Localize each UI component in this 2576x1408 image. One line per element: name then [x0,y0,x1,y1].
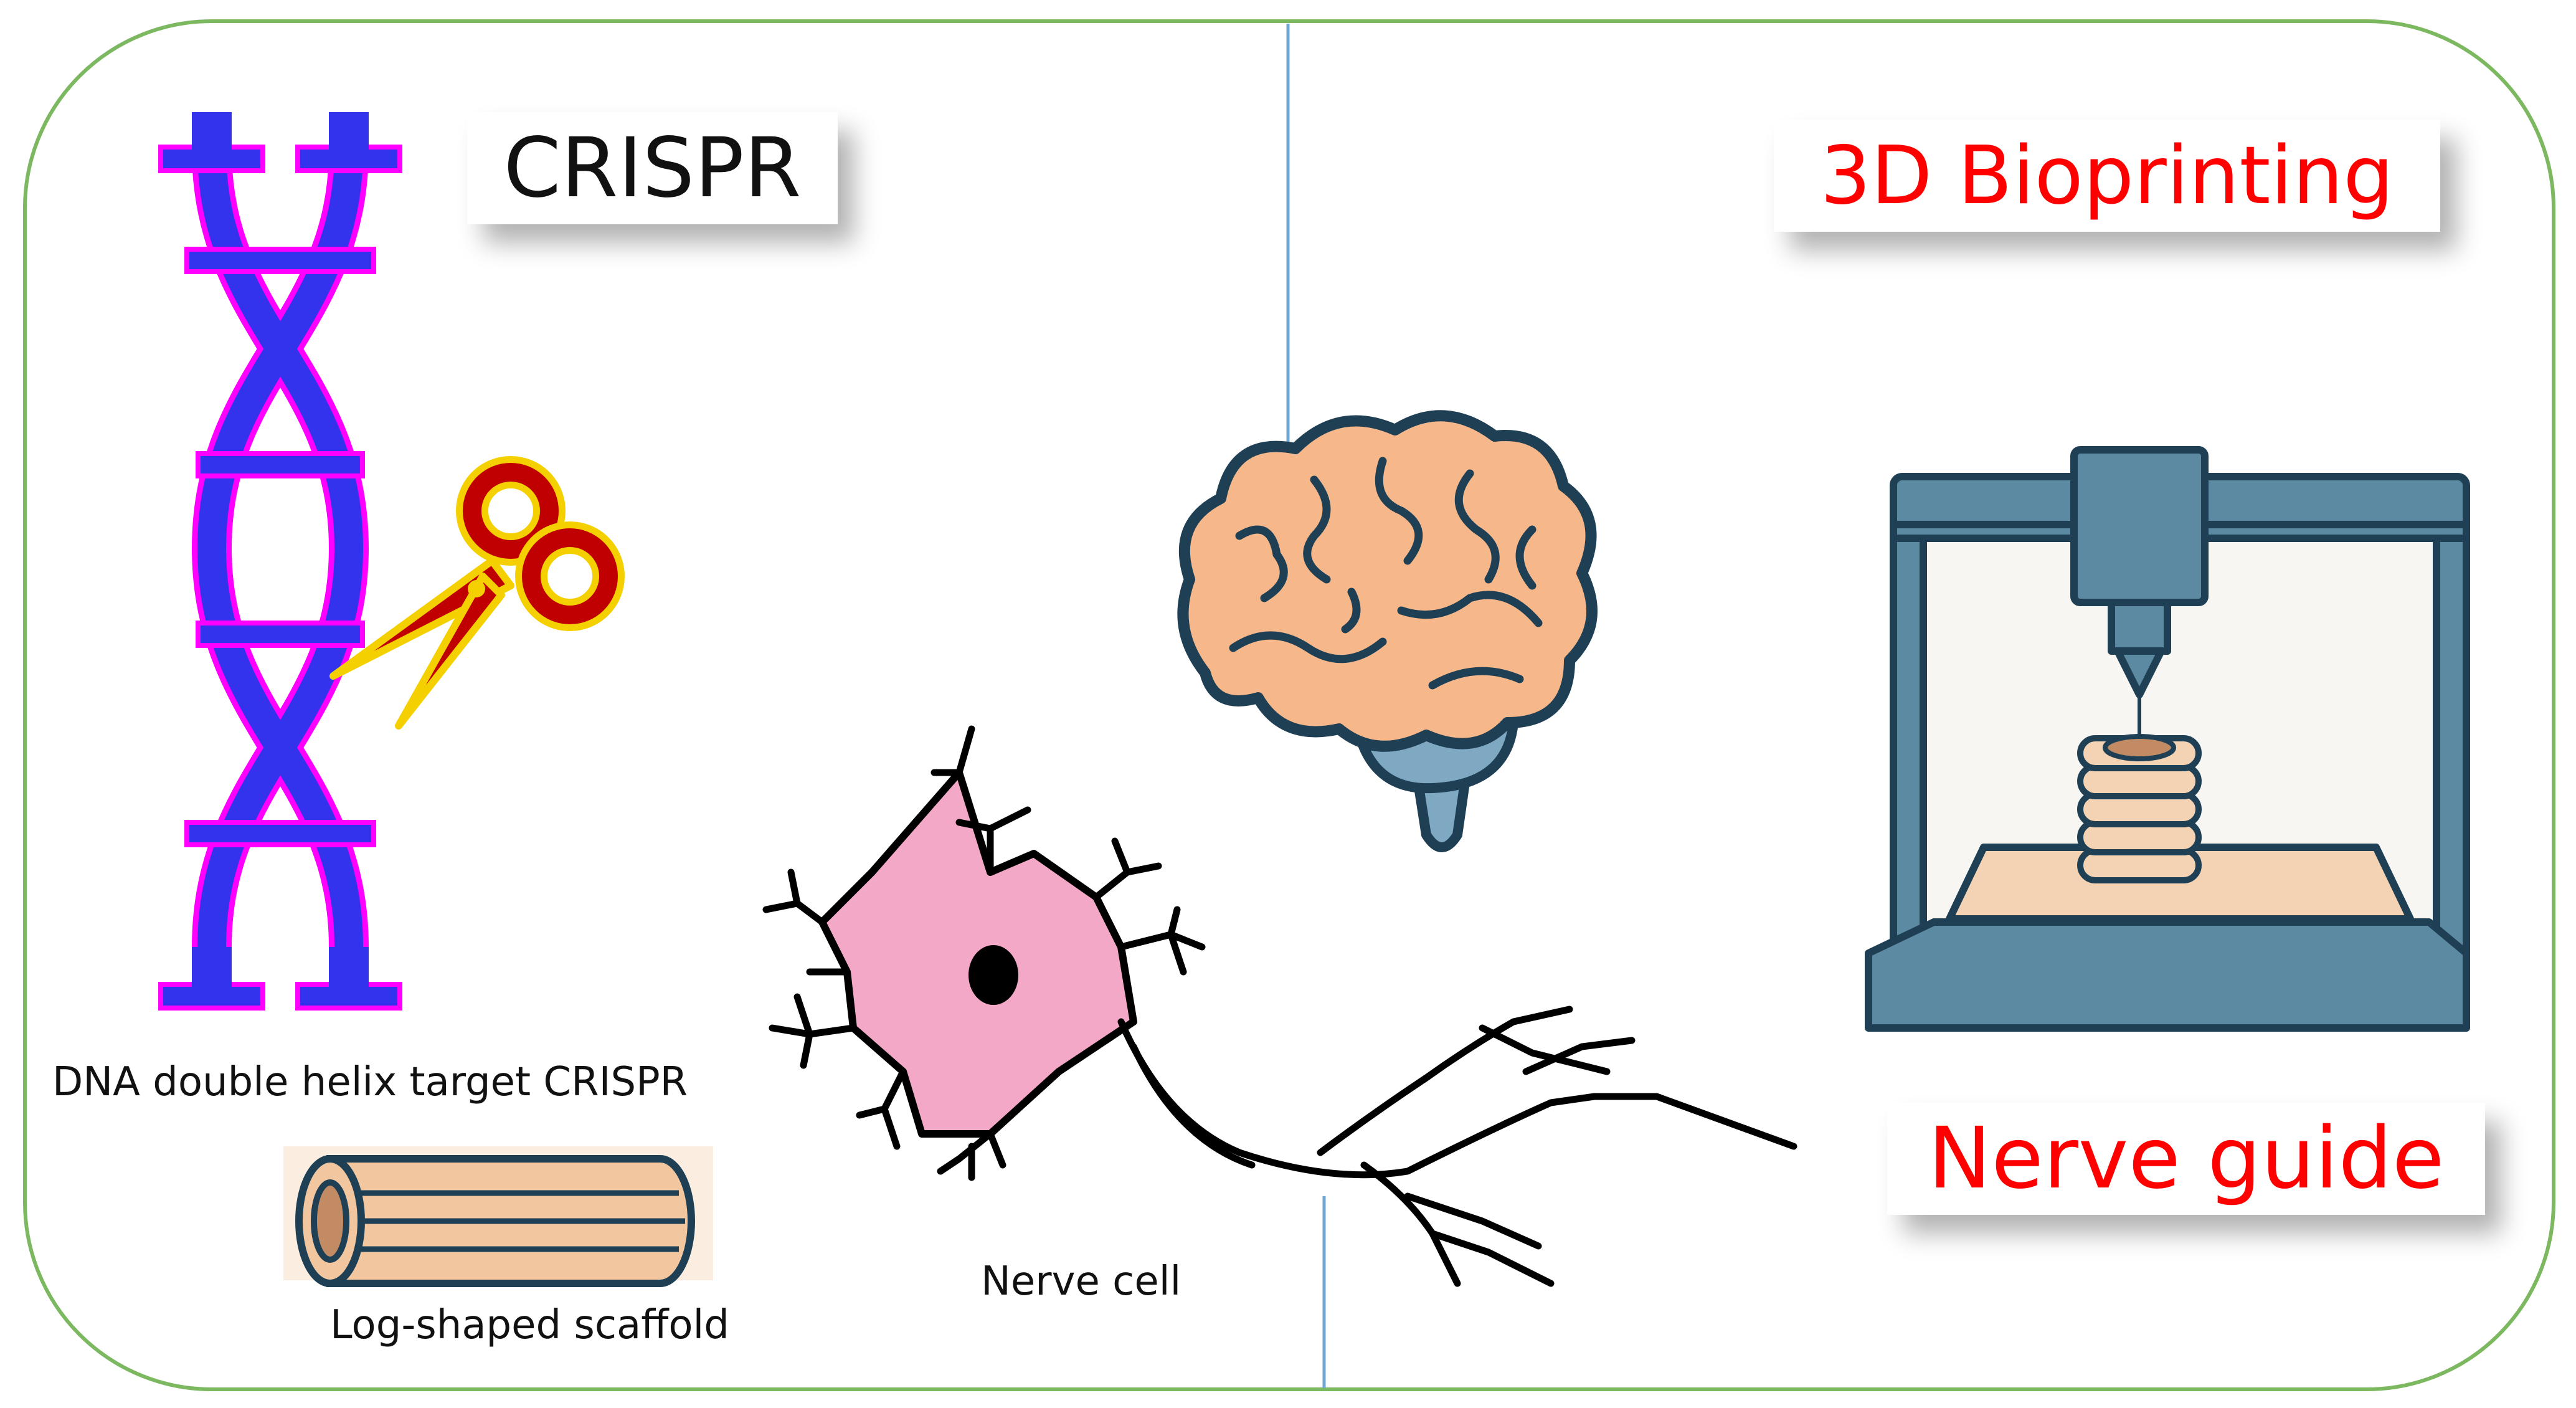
nerve-guide-title: Nerve guide [1887,1103,2485,1215]
nerve-guide-title-text: Nerve guide [1928,1110,2445,1208]
rounded-frame [23,19,2555,1391]
crispr-title: CRISPR [467,112,838,224]
bioprinting-title: 3D Bioprinting [1774,120,2440,232]
brain-icon [1177,410,1598,852]
dna-helix-icon [158,112,402,1011]
nerve-cell-icon [762,725,1797,1287]
nerve-cell-label: Nerve cell [981,1258,1181,1305]
bioprinter-icon [1865,446,2470,1032]
scissors-icon [329,456,625,730]
scaffold-icon [283,1146,713,1287]
dna-label: DNA double helix target CRISPR [52,1059,688,1105]
crispr-title-text: CRISPR [503,120,802,216]
bioprinting-title-text: 3D Bioprinting [1820,129,2394,222]
scaffold-label: Log-shaped scaffold [330,1302,729,1348]
